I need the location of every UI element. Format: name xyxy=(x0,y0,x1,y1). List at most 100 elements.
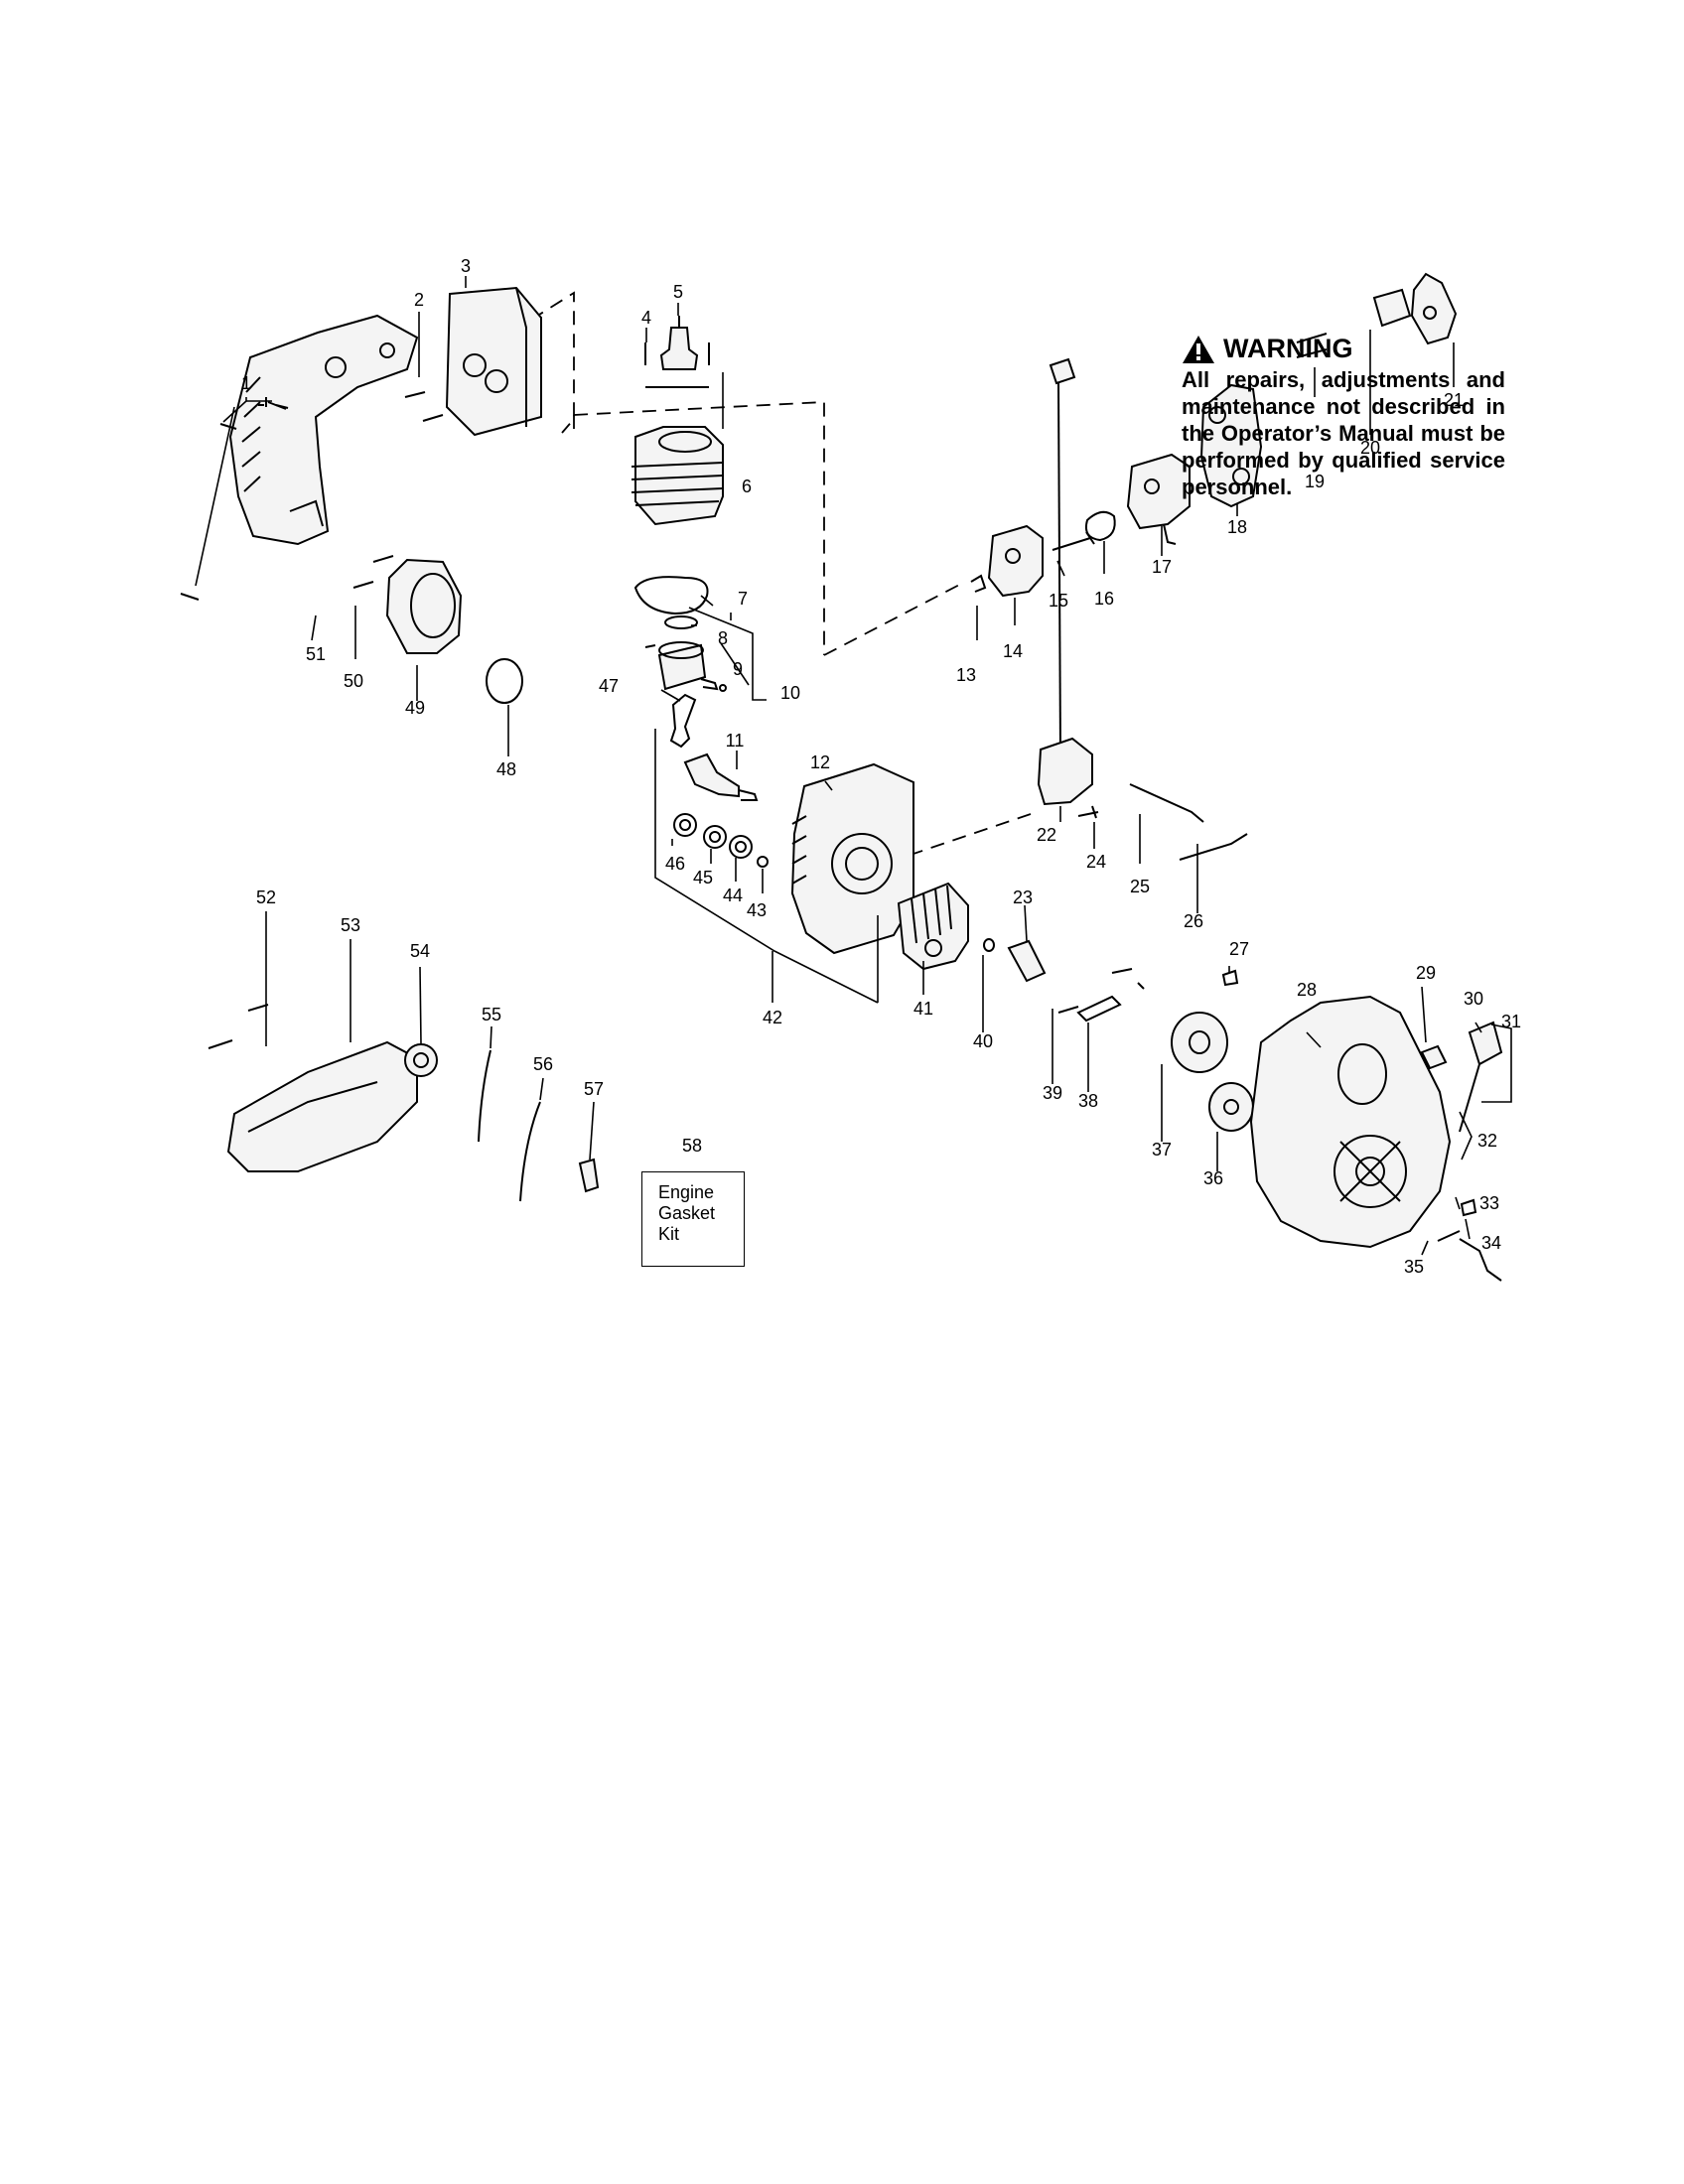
warning-text: All repairs, adjustments and maintenance… xyxy=(1182,367,1505,499)
callout-8: 8 xyxy=(718,628,728,648)
cylinder-gasket-part xyxy=(633,576,709,615)
callout-2: 2 xyxy=(414,290,424,310)
air-filter-element-part xyxy=(1372,288,1412,328)
callout-38: 38 xyxy=(1078,1091,1098,1111)
callout-15: 15 xyxy=(1049,591,1068,611)
callout-17: 17 xyxy=(1152,557,1172,577)
callout-56: 56 xyxy=(533,1054,553,1074)
kit-line-1: Engine xyxy=(658,1182,715,1202)
callout-45: 45 xyxy=(693,868,713,887)
bearings-seals-part xyxy=(673,813,769,868)
callout-25: 25 xyxy=(1130,877,1150,896)
ignition-module-part xyxy=(1037,357,1093,806)
callout-27: 27 xyxy=(1229,939,1249,959)
cover-screws-part xyxy=(180,397,289,601)
kit-line-3: Kit xyxy=(658,1224,680,1244)
ground-wires-part xyxy=(1129,783,1248,861)
callout-47: 47 xyxy=(599,676,619,696)
muffler-part xyxy=(445,286,542,437)
callout-26: 26 xyxy=(1184,911,1203,931)
air-filter-cover-part xyxy=(1410,272,1458,345)
callout-9: 9 xyxy=(733,659,743,679)
callout-5: 5 xyxy=(673,282,683,302)
callout-16: 16 xyxy=(1094,589,1114,609)
callout-39: 39 xyxy=(1043,1083,1062,1103)
callout-19: 19 xyxy=(1305,472,1325,491)
callout-48: 48 xyxy=(496,759,516,779)
callout-4: 4 xyxy=(641,308,651,328)
callout-50: 50 xyxy=(344,671,363,691)
muffler-deflector-part xyxy=(352,555,463,654)
callout-52: 52 xyxy=(256,887,276,907)
air-filter-base-part xyxy=(1199,383,1263,508)
callout-1: 1 xyxy=(241,373,251,393)
callout-33: 33 xyxy=(1479,1193,1499,1213)
callout-29: 29 xyxy=(1416,963,1436,983)
callout-55: 55 xyxy=(482,1005,501,1024)
starter-housing-part xyxy=(1249,995,1452,1249)
starter-pulley-part xyxy=(1171,969,1254,1132)
callout-21: 21 xyxy=(1444,390,1464,410)
throttle-lever-part xyxy=(1437,1198,1502,1282)
cylinder-part xyxy=(631,426,724,526)
callout-12: 12 xyxy=(810,752,830,772)
callout-3: 3 xyxy=(461,256,471,276)
flywheel-part xyxy=(897,882,969,971)
leader-lines xyxy=(195,276,1512,1256)
muffler-screws-part xyxy=(404,391,444,422)
warning-title: WARNING xyxy=(1223,334,1353,363)
callout-20: 20 xyxy=(1360,438,1380,458)
callout-23: 23 xyxy=(1013,887,1033,907)
callout-34: 34 xyxy=(1481,1233,1501,1253)
callout-32: 32 xyxy=(1477,1131,1497,1151)
callout-54: 54 xyxy=(410,941,430,961)
starter-handle-part xyxy=(1420,1021,1503,1133)
callout-58: 58 xyxy=(682,1136,702,1156)
gasket-kit-box: Engine Gasket Kit xyxy=(641,1171,745,1267)
warning-triangle-icon xyxy=(1183,335,1214,363)
callout-31: 31 xyxy=(1501,1012,1521,1031)
kit-line-2: Gasket xyxy=(658,1203,716,1223)
callout-37: 37 xyxy=(1152,1140,1172,1160)
callout-57: 57 xyxy=(584,1079,604,1099)
callout-44: 44 xyxy=(723,886,743,905)
callout-28: 28 xyxy=(1297,980,1317,1000)
stop-switch-bracket-part xyxy=(1057,968,1145,1023)
spark-plug-part xyxy=(644,316,710,388)
callout-10: 10 xyxy=(780,683,800,703)
callout-11: 11 xyxy=(726,731,745,751)
callout-14: 14 xyxy=(1003,641,1023,661)
callout-labels: 1 2 3 4 5 6 7 8 9 10 11 12 13 14 15 16 1… xyxy=(241,256,1521,1277)
callout-43: 43 xyxy=(747,900,767,920)
filter-screws-part xyxy=(1296,333,1328,358)
spacer-washer-part xyxy=(983,938,1047,983)
callout-46: 46 xyxy=(665,854,685,874)
callout-41: 41 xyxy=(913,999,933,1019)
assembly-dashed-lines xyxy=(530,291,1032,855)
callout-7: 7 xyxy=(738,589,748,609)
callout-51: 51 xyxy=(306,644,326,664)
callout-53: 53 xyxy=(341,915,360,935)
piston-assembly-part xyxy=(644,615,727,692)
warning-header: WARNING xyxy=(1182,334,1505,364)
debris-guard-part xyxy=(208,1004,438,1172)
callout-35: 35 xyxy=(1404,1257,1424,1277)
engine-cover-left-part xyxy=(228,314,419,546)
carburetor-part xyxy=(1052,453,1191,551)
callout-40: 40 xyxy=(973,1031,993,1051)
callout-30: 30 xyxy=(1464,989,1483,1009)
callout-6: 6 xyxy=(742,477,752,496)
callout-36: 36 xyxy=(1203,1168,1223,1188)
crankcase-part xyxy=(790,762,914,955)
fuel-lines-part xyxy=(478,1049,600,1202)
callout-22: 22 xyxy=(1037,825,1056,845)
o-ring-part xyxy=(486,658,523,704)
callout-18: 18 xyxy=(1227,517,1247,537)
callout-24: 24 xyxy=(1086,852,1106,872)
crankshaft-part xyxy=(669,693,759,801)
intake-adapter-part xyxy=(970,524,1044,598)
module-screw-part xyxy=(1077,805,1099,819)
callout-49: 49 xyxy=(405,698,425,718)
callout-13: 13 xyxy=(956,665,976,685)
